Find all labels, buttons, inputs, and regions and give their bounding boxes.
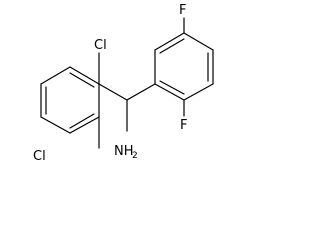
fluorine-label-bottom: F — [180, 118, 187, 133]
bond — [183, 32, 214, 51]
bond — [98, 83, 128, 101]
bond-double — [69, 72, 95, 88]
atom-labels: Cl Cl F F NH 2 — [33, 3, 187, 164]
bond-double — [159, 80, 185, 95]
bond — [183, 83, 214, 101]
bond-double — [159, 38, 185, 54]
bond — [154, 83, 185, 101]
bond — [69, 66, 100, 85]
amine-label: NH — [114, 144, 134, 159]
bonds — [40, 17, 214, 149]
bond — [40, 66, 71, 85]
fluorine-label-top: F — [179, 3, 186, 18]
bond — [40, 116, 71, 134]
molecule-structure: Cl Cl F F NH 2 — [33, 3, 214, 164]
chlorine-label-top: Cl — [94, 38, 107, 53]
bond — [154, 32, 185, 51]
bond-double — [69, 113, 95, 129]
chlorine-label-bottom: Cl — [33, 149, 46, 164]
bond — [69, 116, 100, 134]
amine-subscript: 2 — [132, 151, 138, 161]
bond — [126, 83, 156, 101]
